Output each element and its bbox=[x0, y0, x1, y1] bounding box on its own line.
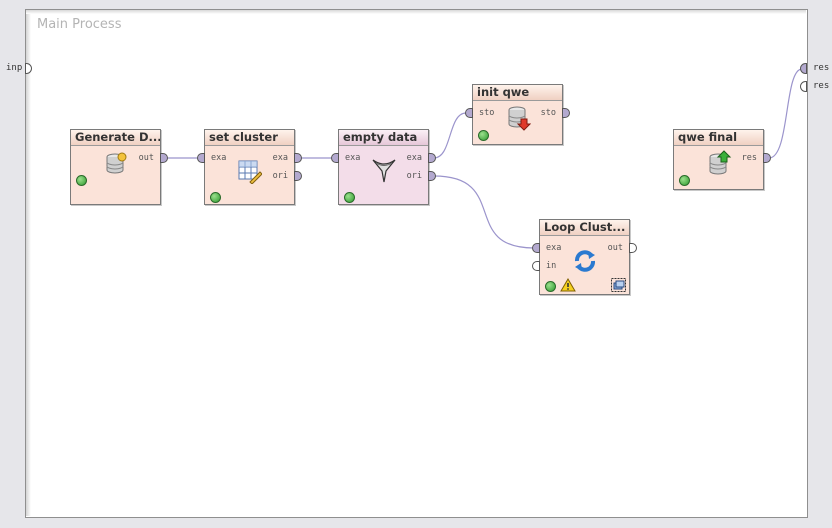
database-gear-icon bbox=[106, 152, 127, 174]
port-initqwe-out[interactable] bbox=[562, 108, 570, 118]
operator-title: set cluster bbox=[205, 130, 294, 146]
wire-qwefinal-to-res bbox=[768, 68, 803, 159]
port-label: ori bbox=[272, 171, 288, 181]
process-canvas[interactable] bbox=[25, 9, 808, 518]
status-ok-indicator bbox=[478, 130, 489, 141]
port-label: exa bbox=[345, 153, 361, 163]
port-label: exa bbox=[272, 153, 288, 163]
process-input-port[interactable] bbox=[25, 63, 32, 74]
port-setcluster-out-ori[interactable] bbox=[294, 171, 302, 181]
operator-qwe-final[interactable]: qwe final res bbox=[673, 129, 764, 190]
process-input-label: inp bbox=[6, 63, 23, 73]
operator-empty-data[interactable]: empty data exa exa ori bbox=[338, 129, 429, 205]
status-ok-indicator bbox=[545, 281, 556, 292]
port-label: out bbox=[607, 243, 623, 253]
process-output-port[interactable] bbox=[800, 81, 807, 92]
port-emptydata-out-exa[interactable] bbox=[428, 153, 436, 163]
loop-icon bbox=[575, 250, 595, 272]
port-label: in bbox=[546, 261, 557, 271]
status-ok-indicator bbox=[344, 192, 355, 203]
wire-emptydata-to-initqwe bbox=[433, 112, 467, 159]
warning-icon[interactable] bbox=[560, 278, 576, 292]
operator-title: init qwe bbox=[473, 85, 562, 101]
port-initqwe-in[interactable] bbox=[465, 108, 473, 118]
port-setcluster-out-exa[interactable] bbox=[294, 153, 302, 163]
operator-title: Generate D... bbox=[71, 130, 160, 146]
process-title: Main Process bbox=[37, 17, 122, 32]
port-loop-out[interactable] bbox=[629, 243, 637, 253]
port-setcluster-in[interactable] bbox=[197, 153, 205, 163]
status-ok-indicator bbox=[210, 192, 221, 203]
process-output-label: res bbox=[813, 63, 830, 73]
operator-title: empty data bbox=[339, 130, 428, 146]
database-store-icon bbox=[508, 106, 531, 131]
canvas-shadow bbox=[26, 10, 31, 516]
operator-set-cluster[interactable]: set cluster exa exa ori bbox=[204, 129, 295, 205]
process-output-label: res bbox=[813, 81, 830, 91]
filter-funnel-icon bbox=[372, 159, 396, 183]
port-label: out bbox=[138, 153, 154, 163]
port-emptydata-out-ori[interactable] bbox=[428, 171, 436, 181]
port-label: exa bbox=[211, 153, 227, 163]
port-label: sto bbox=[479, 108, 495, 118]
process-output-port[interactable] bbox=[800, 63, 807, 74]
port-label: exa bbox=[546, 243, 562, 253]
status-ok-indicator bbox=[76, 175, 87, 186]
wire-emptydata-to-loop bbox=[433, 175, 535, 249]
port-label: ori bbox=[406, 171, 422, 181]
operator-title: Loop Clust... bbox=[540, 220, 629, 236]
port-loop-in-in[interactable] bbox=[532, 261, 540, 271]
port-emptydata-in[interactable] bbox=[331, 153, 339, 163]
status-ok-indicator bbox=[679, 175, 690, 186]
operator-generate-data[interactable]: Generate D... out bbox=[70, 129, 161, 205]
subprocess-icon[interactable] bbox=[611, 278, 626, 292]
operator-title: qwe final bbox=[674, 130, 763, 146]
port-label: exa bbox=[406, 153, 422, 163]
database-retrieve-icon bbox=[709, 150, 732, 175]
table-edit-icon bbox=[238, 160, 262, 184]
port-generate-out[interactable] bbox=[160, 153, 168, 163]
port-label: res bbox=[741, 153, 757, 163]
port-loop-in-exa[interactable] bbox=[532, 243, 540, 253]
port-qwefinal-out[interactable] bbox=[763, 153, 771, 163]
operator-loop-clusters[interactable]: Loop Clust... exa in out bbox=[539, 219, 630, 295]
operator-init-qwe[interactable]: init qwe sto sto bbox=[472, 84, 563, 145]
canvas-shadow bbox=[26, 10, 806, 14]
port-label: sto bbox=[540, 108, 556, 118]
